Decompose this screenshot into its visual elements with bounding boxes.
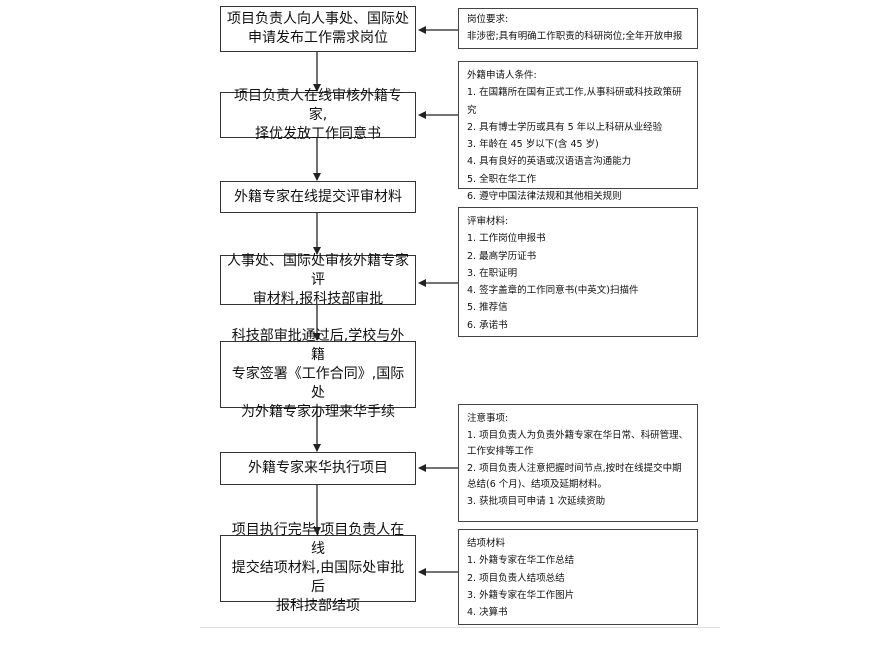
step-sign-contract: 科技部审批通过后,学校与外籍 专家签署《工作合同》,国际处 为外籍专家办理来华手… <box>220 328 416 420</box>
note-title: 外籍申请人条件: <box>467 70 537 81</box>
note-item: 6. 承诺书 <box>467 319 508 331</box>
note-item: 4. 具有良好的英语或汉语语言沟通能力 <box>467 156 632 168</box>
note-item: 3. 外籍专家在华工作图片 <box>467 589 575 601</box>
note-item: 5. 全职在华工作 <box>467 173 537 185</box>
note-item: 4. 决算书 <box>467 607 508 619</box>
note-item: 1. 工作岗位申报书 <box>467 233 546 245</box>
step-hr-review: 人事处、国际处审核外籍专家评 审材料,报科技部审批 <box>220 253 416 307</box>
note-item: 2. 最高学历证书 <box>467 250 537 262</box>
note-applicant-conditions: 外籍申请人条件: 1. 在国籍所在国有正式工作,从事科研或科技政策研究 2. 具… <box>458 61 698 202</box>
note-item: 2. 项目负责人结项总结 <box>467 572 565 584</box>
note-item: 5. 推荐信 <box>467 302 508 314</box>
note-item: 4. 签字盖章的工作同意书(中英文)扫描件 <box>467 285 639 297</box>
note-item: 3. 年龄在 45 岁以下(含 45 岁) <box>467 139 599 151</box>
step-review-experts: 项目负责人在线审核外籍专家, 择优发放工作同意书 <box>220 88 416 142</box>
step-apply-position: 项目负责人向人事处、国际处 申请发布工作需求岗位 <box>220 6 416 52</box>
note-item: 1. 在国籍所在国有正式工作,从事科研或科技政策研究 <box>467 87 682 116</box>
note-title: 结项材料 <box>467 538 506 549</box>
note-item: 1. 外籍专家在华工作总结 <box>467 555 575 567</box>
note-review-materials: 评审材料: 1. 工作岗位申报书 2. 最高学历证书 3. 在职证明 4. 签字… <box>458 207 698 337</box>
note-item: 6. 遵守中国法律法规和其他相关规则 <box>467 191 622 203</box>
note-item: 3. 获批项目可申请 1 次延续资助 <box>467 496 606 508</box>
note-position-requirements: 岗位要求: 非涉密;具有明确工作职责的科研岗位;全年开放申报 <box>458 8 698 49</box>
note-item: 3. 在职证明 <box>467 267 518 279</box>
step-submit-materials: 外籍专家在线提交评审材料 <box>220 181 416 213</box>
step-execute-project: 外籍专家来华执行项目 <box>220 452 416 485</box>
step-project-closure: 项目执行完毕,项目负责人在线 提交结项材料,由国际处审批后 报科技部结项 <box>220 522 416 614</box>
note-item: 1. 项目负责人为负责外籍专家在华日常、科研管理、工作安排等工作 <box>467 430 689 458</box>
note-precautions: 注意事项: 1. 项目负责人为负责外籍专家在华日常、科研管理、工作安排等工作 2… <box>458 404 698 522</box>
note-title: 注意事项: <box>467 413 509 424</box>
note-title: 评审材料: <box>467 216 509 227</box>
note-title: 岗位要求: <box>467 14 509 25</box>
note-item: 非涉密;具有明确工作职责的科研岗位;全年开放申报 <box>467 31 683 43</box>
note-item: 2. 项目负责人注意把握时间节点,按时在线提交中期总结(6 个月)、结项及延期材… <box>467 463 682 491</box>
note-item: 2. 具有博士学历或具有 5 年以上科研从业经验 <box>467 121 663 133</box>
page-divider <box>200 627 720 628</box>
note-closure-materials: 结项材料 1. 外籍专家在华工作总结 2. 项目负责人结项总结 3. 外籍专家在… <box>458 529 698 625</box>
